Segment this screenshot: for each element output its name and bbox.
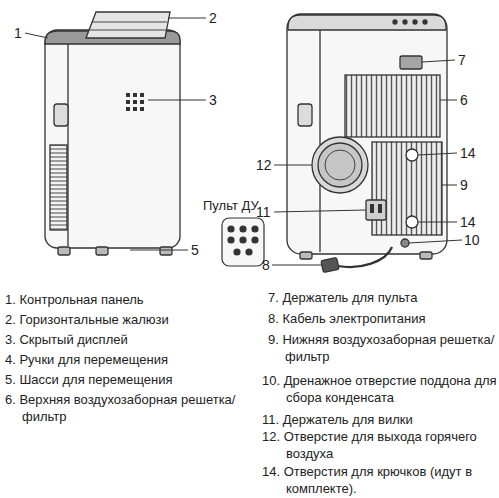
callout-number: 2 [209,10,217,26]
part-list-item: 9. Нижняя воздухозаборная решетка/фильтр [268,331,499,365]
callout-number: 1 [14,25,22,41]
callout-number: 6 [460,92,468,108]
front-unit [45,12,180,255]
callout-number: 11 [256,204,271,220]
callout-number: 7 [458,52,466,68]
callout-number: 5 [191,242,199,258]
part-list-item: 11. Держатель для вилки [262,411,499,428]
part-list-item: 3. Скрытый дисплей [5,331,262,348]
back-unit [287,14,447,273]
part-list-item: 5. Шасси для перемещения [5,371,262,388]
remote-caption: Пульт ДУ [203,198,259,214]
part-list-item: 12. Отверстие для выхода горячего воздух… [262,428,499,462]
part-list-item: 2. Горизонтальные жалюзи [5,311,262,328]
leader-lines [25,18,462,265]
part-list-item: 4. Ручки для перемещения [5,351,262,368]
callout-number: 10 [464,232,480,248]
callout-number: 8 [262,257,270,273]
part-list-item: 8. Кабель электропитания [268,310,499,327]
part-list-item: 10. Дренажное отверстие поддона для сбор… [262,372,499,406]
callout-number: 12 [256,157,272,173]
callout-number: 3 [209,92,217,108]
callout-number: 9 [460,177,468,193]
part-list-item: 7. Держатель для пульта [268,289,499,306]
part-list-item: 14. Отверстия для крючков (идут в компле… [262,463,499,497]
part-list-item: 1. Контрольная панель [5,291,262,308]
callout-number: 14 [460,145,476,161]
callout-number: 14 [460,214,476,230]
part-list-item: 6. Верхняя воздухозаборная решетка/фильт… [5,391,237,425]
remote-control [222,218,264,266]
